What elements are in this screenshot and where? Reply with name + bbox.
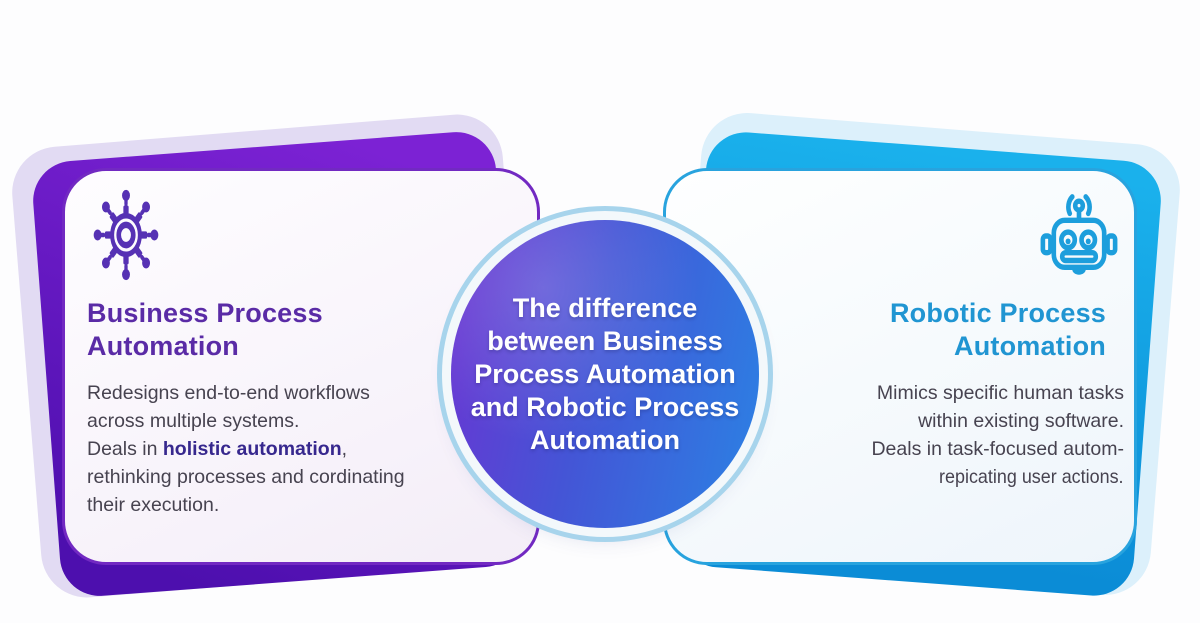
rpa-heading-line1: Robotic Process bbox=[889, 298, 1106, 328]
rpa-desc-line1: Mimics specific human tasks bbox=[876, 382, 1124, 404]
title-line1: The difference bbox=[512, 292, 698, 323]
rpa-desc-line4: repicating user actions. bbox=[871, 463, 1124, 491]
bpa-desc-highlight: holistic automation bbox=[162, 438, 342, 460]
rpa-description: Mimics specific human tasks within exist… bbox=[871, 379, 1124, 491]
bpa-desc-line5: their execution. bbox=[87, 494, 220, 516]
bpa-heading-line2: Automation bbox=[87, 331, 239, 361]
rpa-heading-line2: Automation bbox=[954, 331, 1106, 361]
rpa-desc-line4-text: repicating user actions. bbox=[939, 466, 1124, 488]
title-line3: Process Automation bbox=[474, 358, 736, 389]
rpa-desc-line3: Deals in task-focused autom- bbox=[871, 438, 1124, 460]
title-line4: and Robotic Process bbox=[470, 391, 740, 422]
title-line2: between Business bbox=[487, 325, 723, 356]
process-gear-icon bbox=[93, 189, 159, 281]
bpa-description: Redesigns end-to-end workflows across mu… bbox=[87, 379, 405, 519]
bpa-heading-line1: Business Process bbox=[87, 298, 323, 328]
title-line5: Automation bbox=[530, 424, 680, 455]
infographic-title: The difference between Business Process … bbox=[455, 292, 755, 457]
bpa-heading: Business Process Automation bbox=[87, 297, 323, 363]
bpa-desc-line3-suffix: , bbox=[341, 438, 348, 460]
bpa-desc-line2: across multiple systems. bbox=[87, 410, 300, 432]
rpa-desc-line2: within existing software. bbox=[918, 410, 1124, 432]
center-title-circle: The difference between Business Process … bbox=[451, 220, 759, 528]
bpa-desc-line3-prefix: Deals in bbox=[87, 438, 163, 460]
bpa-desc-line4: rethinking processes and cordinating bbox=[87, 466, 405, 488]
bpa-desc-line1: Redesigns end-to-end workflows bbox=[87, 382, 370, 404]
rpa-heading: Robotic Process Automation bbox=[890, 297, 1106, 363]
bpa-desc-line3: Deals in holistic automation, bbox=[87, 435, 405, 463]
robot-icon bbox=[1037, 187, 1121, 285]
